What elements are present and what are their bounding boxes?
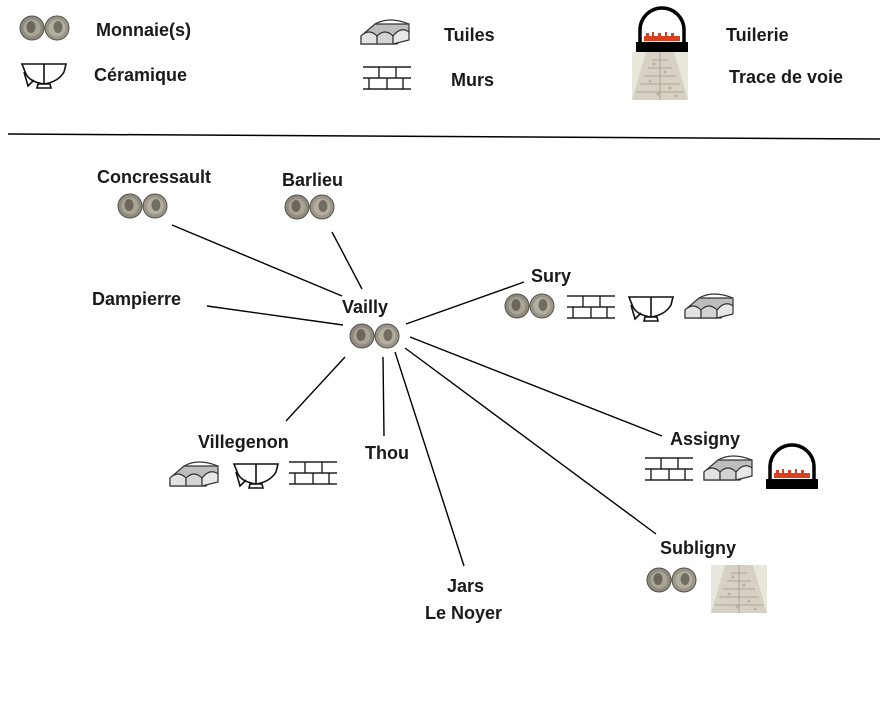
link-sury: [405, 281, 525, 325]
legend-label-monnaie: Monnaie(s): [96, 20, 192, 40]
coin-icon: [284, 194, 335, 220]
link-subligny: [404, 347, 657, 535]
site-label-sury: Sury: [531, 266, 572, 286]
road-trace-icon: [710, 564, 768, 614]
legend-label-ceramique: Céramique: [94, 65, 188, 85]
site-label-concressault: Concressault: [97, 167, 212, 187]
link-barlieu: [331, 231, 363, 290]
link-assigny: [409, 336, 663, 437]
kiln-icon: [764, 443, 820, 491]
site-label-vailly: Vailly: [342, 297, 389, 317]
wall-icon: [644, 457, 694, 481]
link-villegenon: [285, 356, 346, 422]
wall-icon: [566, 295, 616, 319]
site-label-dampierre: Dampierre: [92, 289, 182, 309]
tile-icon: [703, 455, 753, 481]
link-jars: [394, 351, 465, 567]
legend-divider: [7, 133, 881, 140]
link-dampierre: [206, 305, 344, 326]
site-label-thou: Thou: [365, 443, 409, 463]
legend-label-tuiles: Tuiles: [444, 25, 495, 45]
legend-label-trace-de-voie: Trace de voie: [729, 67, 844, 87]
site-label-assigny: Assigny: [670, 429, 741, 449]
coin-icon: [504, 293, 555, 319]
ceramic-icon: [233, 463, 279, 489]
site-label-jars: Jars: [447, 576, 485, 596]
site-label-villegenon: Villegenon: [198, 432, 289, 452]
link-concressault: [171, 224, 343, 297]
coin-icon: [646, 567, 697, 593]
ceramic-icon: [628, 296, 674, 322]
tile-icon: [684, 293, 734, 319]
wall-icon: [288, 461, 338, 485]
site-label-subligny: Subligny: [660, 538, 736, 558]
site-label-barlieu: Barlieu: [282, 170, 344, 190]
coin-icon: [349, 323, 400, 349]
legend-label-tuilerie: Tuilerie: [726, 25, 789, 45]
tile-icon: [169, 461, 219, 487]
coin-icon: [117, 193, 168, 219]
link-thou: [382, 356, 385, 437]
legend-label-murs: Murs: [451, 70, 495, 90]
site-label-le-noyer: Le Noyer: [425, 603, 503, 623]
